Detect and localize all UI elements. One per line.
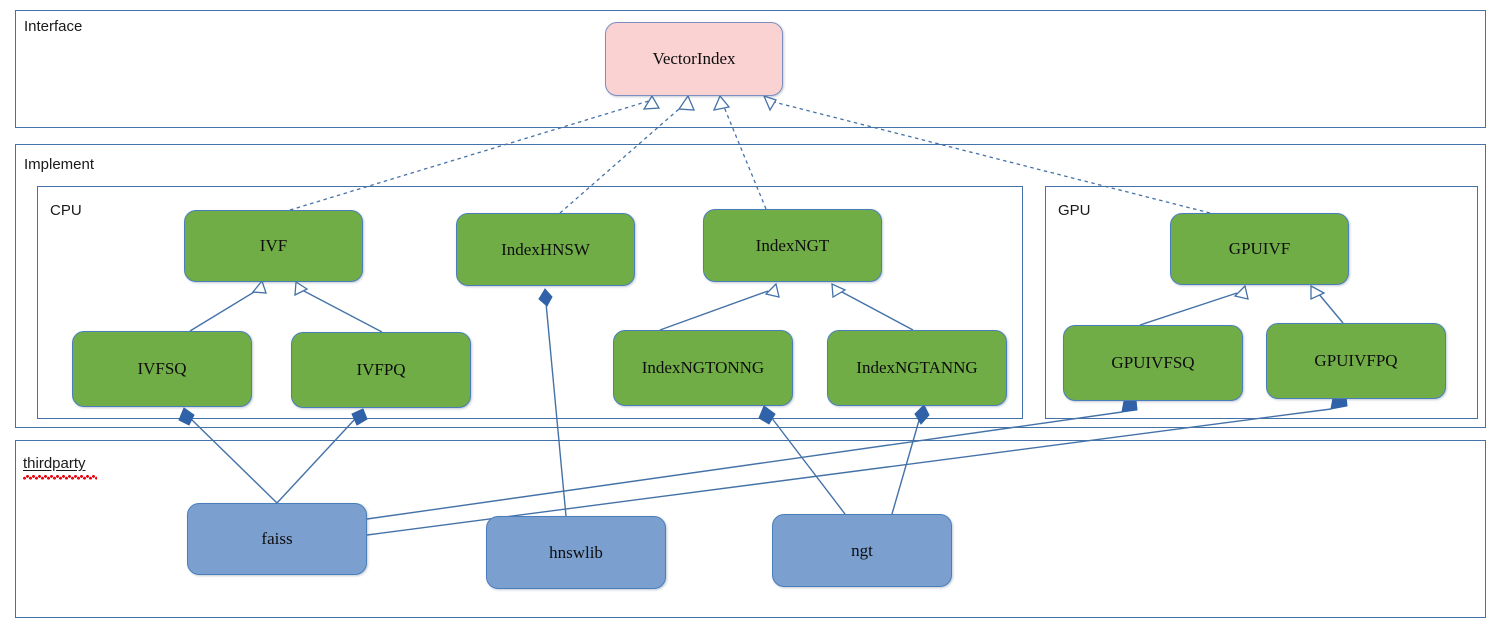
node-label: ngt (851, 540, 873, 560)
node-label: GPUIVFPQ (1314, 351, 1398, 370)
node-ivfpq[interactable]: IVFPQ (291, 332, 471, 408)
relation-gpuivf-realizes-vectorindex (762, 94, 1211, 214)
node-label: IVFSQ (137, 359, 187, 378)
node-ivf[interactable]: IVF (184, 210, 363, 282)
node-indexngt[interactable]: IndexNGT (703, 209, 882, 282)
container-label-implement: Implement (24, 156, 95, 173)
node-label: IndexNGTANNG (856, 358, 978, 377)
node-hnswlib[interactable]: hnswlib (486, 516, 666, 589)
relation-ivfsq-extends-ivf (189, 279, 267, 332)
node-vectorindex[interactable]: VectorIndex (605, 22, 783, 96)
relation-indexngtonng-extends-indexngt (659, 282, 780, 331)
relation-gpuivfpq-extends-gpuivf (1310, 284, 1344, 324)
container-label-gpu: GPU (1058, 202, 1091, 219)
relation-ngt-composes-indexngtonng (758, 405, 846, 515)
relation-ivf-realizes-vectorindex (289, 94, 661, 211)
spellcheck-underline-icon (23, 475, 97, 480)
node-label: IVF (259, 236, 288, 255)
container-label-thirdparty: thirdparty (23, 455, 86, 472)
relation-hnswlib-composes-indexhnsw (538, 288, 567, 517)
node-label: IndexNGT (755, 235, 830, 255)
container-label-interface: Interface (24, 18, 83, 35)
relation-indexhnsw-realizes-vectorindex (559, 94, 696, 214)
relation-faiss-composes-gpuivfsq (366, 399, 1138, 520)
node-indexngtonng[interactable]: IndexNGTONNG (613, 330, 793, 406)
relation-faiss-composes-gpuivfpq (366, 395, 1348, 536)
container-implement (15, 144, 1486, 428)
relation-gpuivfsq-extends-gpuivf (1139, 284, 1249, 326)
relation-faiss-composes-ivfpq (276, 408, 368, 504)
relation-ivfpq-extends-ivf (294, 280, 383, 333)
node-indexhnsw[interactable]: IndexHNSW (456, 213, 635, 286)
node-label: IndexNGTONNG (641, 358, 765, 377)
node-label: IndexHNSW (501, 239, 590, 259)
relation-ngt-composes-indexngtanng (891, 404, 930, 515)
container-label-cpu: CPU (50, 202, 82, 219)
node-label: VectorIndex (652, 49, 736, 68)
node-label: hnswlib (549, 542, 603, 562)
node-ivfsq[interactable]: IVFSQ (72, 331, 252, 407)
container-cpu (37, 186, 1023, 419)
node-label: IVFPQ (356, 360, 406, 379)
node-faiss[interactable]: faiss (187, 503, 367, 575)
node-gpuivf[interactable]: GPUIVF (1170, 213, 1349, 285)
relation-indexngt-realizes-vectorindex (712, 94, 767, 210)
relation-indexngtanng-extends-indexngt (831, 282, 914, 331)
node-label: GPUIVFSQ (1111, 353, 1195, 372)
relation-faiss-composes-ivfsq (178, 407, 278, 504)
node-gpuivfsq[interactable]: GPUIVFSQ (1063, 325, 1243, 401)
node-label: GPUIVF (1228, 239, 1291, 258)
container-interface (15, 10, 1486, 128)
node-indexngtanng[interactable]: IndexNGTANNG (827, 330, 1007, 406)
container-thirdparty (15, 440, 1486, 618)
node-gpuivfpq[interactable]: GPUIVFPQ (1266, 323, 1446, 399)
node-ngt[interactable]: ngt (772, 514, 952, 587)
node-label: faiss (261, 529, 293, 548)
